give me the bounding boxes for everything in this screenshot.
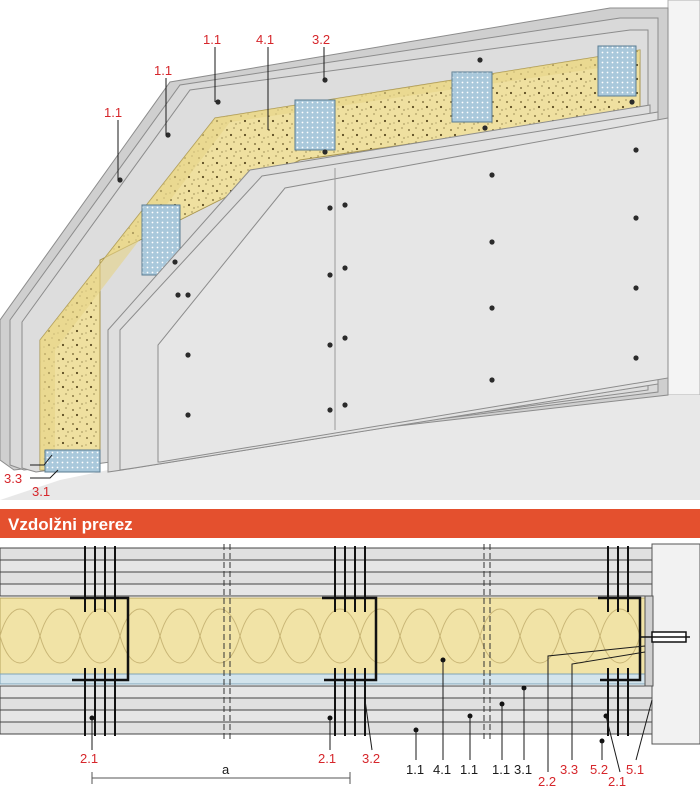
iso-label-4-1: 4.1 bbox=[256, 32, 274, 47]
stud-profile bbox=[597, 45, 637, 97]
insulation-loops bbox=[0, 608, 641, 664]
section-label-2-2: 2.2 bbox=[538, 774, 556, 789]
section-label-2-1-c: 2.1 bbox=[608, 774, 626, 789]
section-label-3-1: 3.1 bbox=[514, 762, 532, 777]
section-label-1-1-b: 1.1 bbox=[460, 762, 478, 777]
iso-label-1-1-a: 1.1 bbox=[104, 105, 122, 120]
dimension-label: a bbox=[222, 762, 230, 777]
iso-label-1-1-b: 1.1 bbox=[154, 63, 172, 78]
floor bbox=[0, 395, 700, 500]
iso-leader-lines bbox=[30, 47, 325, 479]
floor-track-profile bbox=[44, 449, 101, 473]
section-view: a 2.1 3.2 2.1 2.2 3.3 5.2 2.1 5.1 1.1 4.… bbox=[0, 543, 700, 789]
banner-background bbox=[0, 509, 700, 538]
section-boards-bottom bbox=[0, 685, 653, 735]
iso-label-1-1-c: 1.1 bbox=[203, 32, 221, 47]
stud-profile bbox=[294, 99, 336, 151]
section-leader-lines bbox=[91, 645, 653, 773]
dimension-line bbox=[91, 772, 351, 784]
isometric-view: 1.1 1.1 1.1 4.1 3.2 3.3 3.1 bbox=[0, 0, 700, 500]
board-layer-front-3 bbox=[157, 117, 669, 463]
room-corner bbox=[667, 0, 700, 396]
section-side-wall bbox=[651, 543, 700, 745]
iso-label-3-1: 3.1 bbox=[32, 484, 50, 499]
section-insulation bbox=[0, 597, 653, 675]
section-label-4-1: 4.1 bbox=[433, 762, 451, 777]
section-label-5-1: 5.1 bbox=[626, 762, 644, 777]
break-lines bbox=[223, 544, 491, 742]
iso-label-3-2: 3.2 bbox=[312, 32, 330, 47]
section-label-1-1-c: 1.1 bbox=[492, 762, 510, 777]
section-label-2-1-a: 2.1 bbox=[80, 751, 98, 766]
stud-profile bbox=[451, 71, 493, 123]
section-label-3-2: 3.2 bbox=[362, 751, 380, 766]
iso-label-3-3: 3.3 bbox=[4, 471, 22, 486]
section-label-5-2: 5.2 bbox=[590, 762, 608, 777]
section-label-2-1-b: 2.1 bbox=[318, 751, 336, 766]
section-boards-top bbox=[0, 547, 653, 597]
section-label-3-3: 3.3 bbox=[560, 762, 578, 777]
section-label-1-1-a: 1.1 bbox=[406, 762, 424, 777]
insulation-edge bbox=[40, 50, 640, 470]
screw-points bbox=[117, 57, 639, 418]
wall-anchor bbox=[640, 631, 690, 643]
section-title: Vzdolžni prerez bbox=[8, 515, 133, 534]
section-banner: Vzdolžni prerez bbox=[0, 509, 700, 538]
